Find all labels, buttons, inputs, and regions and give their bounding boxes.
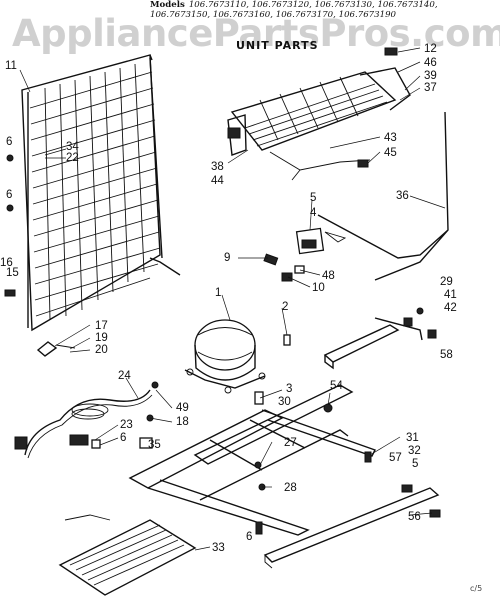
callout-42: 42 <box>444 302 457 314</box>
callout-5b: 5 <box>412 458 418 470</box>
condenser-coil[interactable] <box>21 54 181 332</box>
power-cord-harness[interactable] <box>14 389 153 459</box>
callout-20: 20 <box>95 344 108 356</box>
callout-57: 57 <box>389 452 402 464</box>
compressor[interactable] <box>184 319 266 394</box>
callout-35: 35 <box>148 439 161 451</box>
callout-38: 38 <box>211 161 224 173</box>
evaporator-coil[interactable] <box>227 67 411 181</box>
callout-30: 30 <box>278 396 291 408</box>
callout-49: 49 <box>176 402 189 414</box>
suction-line[interactable] <box>317 111 449 281</box>
callout-56: 56 <box>408 511 421 523</box>
callout-43: 43 <box>384 132 397 144</box>
model-line-2: 106.7673150, 106.7673160, 106.7673170, 1… <box>150 10 397 20</box>
callout-9: 9 <box>224 252 230 264</box>
callout-31: 31 <box>406 432 419 444</box>
callout-19: 19 <box>95 332 108 344</box>
callout-45: 45 <box>384 147 397 159</box>
callout-44: 44 <box>211 175 224 187</box>
callout-22: 22 <box>66 152 79 164</box>
callout-33: 33 <box>212 542 225 554</box>
callout-36: 36 <box>396 190 409 202</box>
callout-27: 27 <box>284 437 297 449</box>
callout-15: 15 <box>6 267 19 279</box>
mounting-bracket-58[interactable] <box>323 317 437 370</box>
callout-32: 32 <box>408 445 421 457</box>
drain-tube[interactable] <box>36 341 76 357</box>
callout-1: 1 <box>215 287 221 299</box>
callout-58: 58 <box>440 349 453 361</box>
footer-code: c/5 <box>470 584 483 593</box>
callout-5: 5 <box>310 192 316 204</box>
callout-18: 18 <box>176 416 189 428</box>
callout-37: 37 <box>424 82 437 94</box>
compressor-base-frame[interactable] <box>128 384 440 569</box>
models-row-2: 106.7673150, 106.7673160, 106.7673170, 1… <box>150 10 498 20</box>
callout-17: 17 <box>95 320 108 332</box>
callout-54: 54 <box>330 380 343 392</box>
callout-48: 48 <box>322 270 335 282</box>
models-label: Models <box>150 0 185 10</box>
callout-4: 4 <box>310 207 317 219</box>
relay-cover[interactable] <box>295 227 347 255</box>
callout-16: 16 <box>0 257 13 269</box>
callout-11: 11 <box>5 60 17 72</box>
callout-10: 10 <box>312 282 325 294</box>
leader-lines <box>19 47 446 551</box>
fasteners <box>4 47 441 535</box>
defrost-heater-coil[interactable] <box>58 514 197 596</box>
callout-28: 28 <box>284 482 297 494</box>
callout-12: 12 <box>424 43 437 55</box>
callout-6b: 6 <box>6 189 12 201</box>
callout-41: 41 <box>444 289 457 301</box>
callout-39: 39 <box>424 70 437 82</box>
callout-6d: 6 <box>246 531 252 543</box>
callout-24: 24 <box>118 370 131 382</box>
callout-6c: 6 <box>120 432 126 444</box>
callout-numbers: 12 46 39 37 43 45 38 44 11 6 34 22 6 16 … <box>0 43 457 554</box>
callout-34: 34 <box>66 141 79 153</box>
callout-46: 46 <box>424 57 437 69</box>
callout-2: 2 <box>282 301 288 313</box>
callout-6a: 6 <box>6 136 12 148</box>
callout-23: 23 <box>120 419 133 431</box>
clip-parts[interactable] <box>263 253 305 282</box>
model-line-1: 106.7673110, 106.7673120, 106.7673130, 1… <box>188 0 438 10</box>
section-title: UNIT PARTS <box>236 39 319 52</box>
callout-3: 3 <box>286 383 292 395</box>
callout-29: 29 <box>440 276 453 288</box>
